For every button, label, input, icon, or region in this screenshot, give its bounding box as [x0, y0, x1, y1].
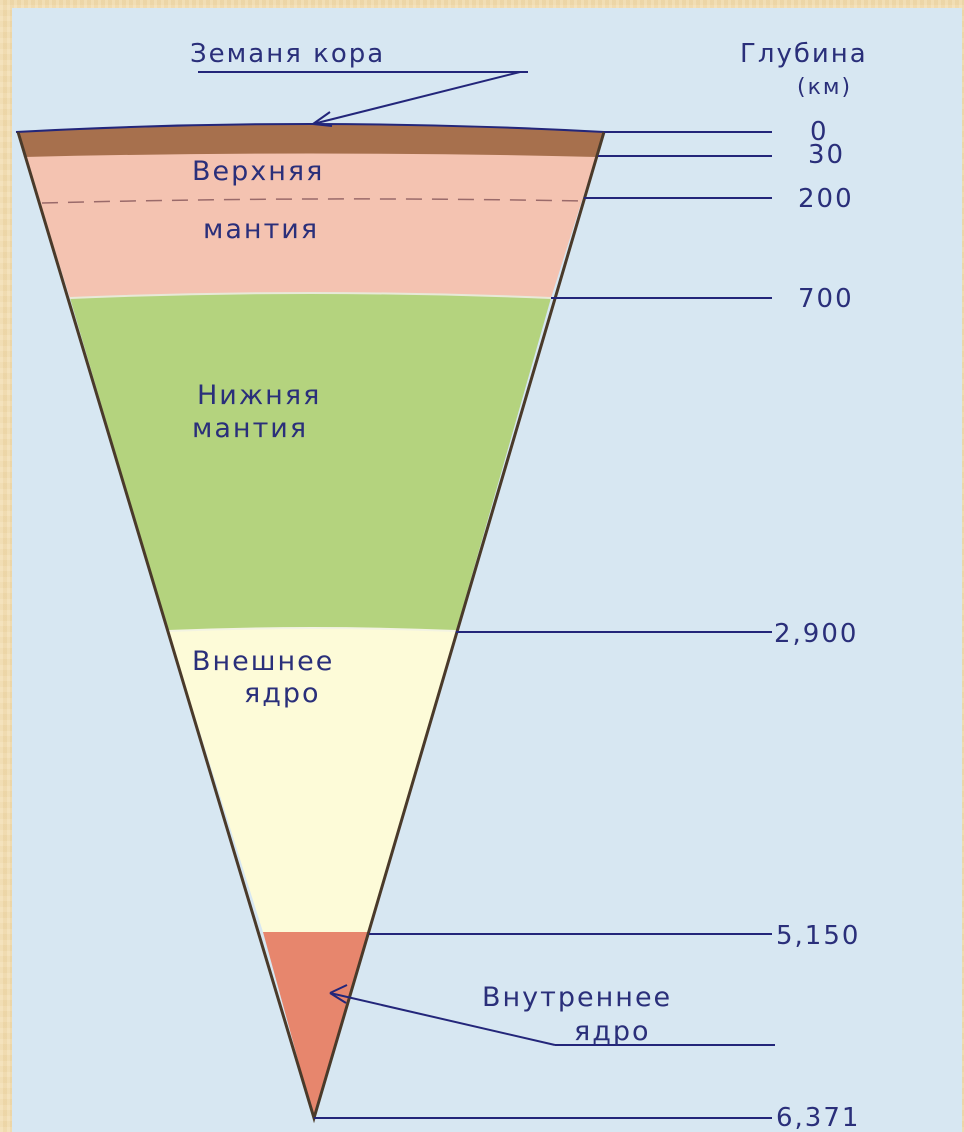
- lower-mantle-label-line2: мантия: [192, 413, 308, 444]
- outer-core-layer: [168, 628, 456, 932]
- crust-pointer-line: [312, 71, 521, 125]
- lower-mantle-layer: [70, 293, 551, 631]
- upper-mantle-layer: [24, 150, 597, 298]
- inner-core-pointer-arrowhead: [329, 984, 348, 1004]
- depth-value-0: 0: [810, 117, 829, 147]
- depth-value-2900: 2,900: [774, 619, 858, 649]
- inner-core-pointer-line: [329, 992, 556, 1046]
- outer-core-label-line2: ядро: [244, 678, 321, 709]
- depth-value-30: 30: [808, 140, 845, 170]
- depth-value-200: 200: [798, 184, 854, 214]
- depth-value-6371: 6,371: [776, 1103, 860, 1132]
- boundary-2900: [167, 627, 457, 632]
- boundary-200-dashed: [41, 198, 583, 204]
- crust-layer: [18, 124, 604, 157]
- depth-value-5150: 5,150: [776, 921, 860, 951]
- inner-core-label-line2: ядро: [574, 1016, 651, 1047]
- depth-header-line1: Глубина: [740, 39, 868, 69]
- crust-pointer-arrowhead: [312, 111, 333, 127]
- lower-mantle-label-line1: Нижняя: [197, 380, 321, 411]
- boundary-700: [69, 292, 552, 299]
- outer-core-label-line1: Внешнее: [192, 646, 334, 677]
- crust-top-edge: [15, 123, 605, 133]
- inner-core-label-line1: Внутреннее: [482, 982, 672, 1013]
- inner-core-layer: [263, 932, 369, 1118]
- crust-label: Земаня кора: [190, 39, 385, 69]
- upper-mantle-label-line2: мантия: [203, 214, 319, 245]
- depth-value-700: 700: [798, 284, 854, 314]
- depth-header-line2: (км): [797, 75, 852, 100]
- upper-mantle-label-line1: Верхняя: [192, 156, 324, 187]
